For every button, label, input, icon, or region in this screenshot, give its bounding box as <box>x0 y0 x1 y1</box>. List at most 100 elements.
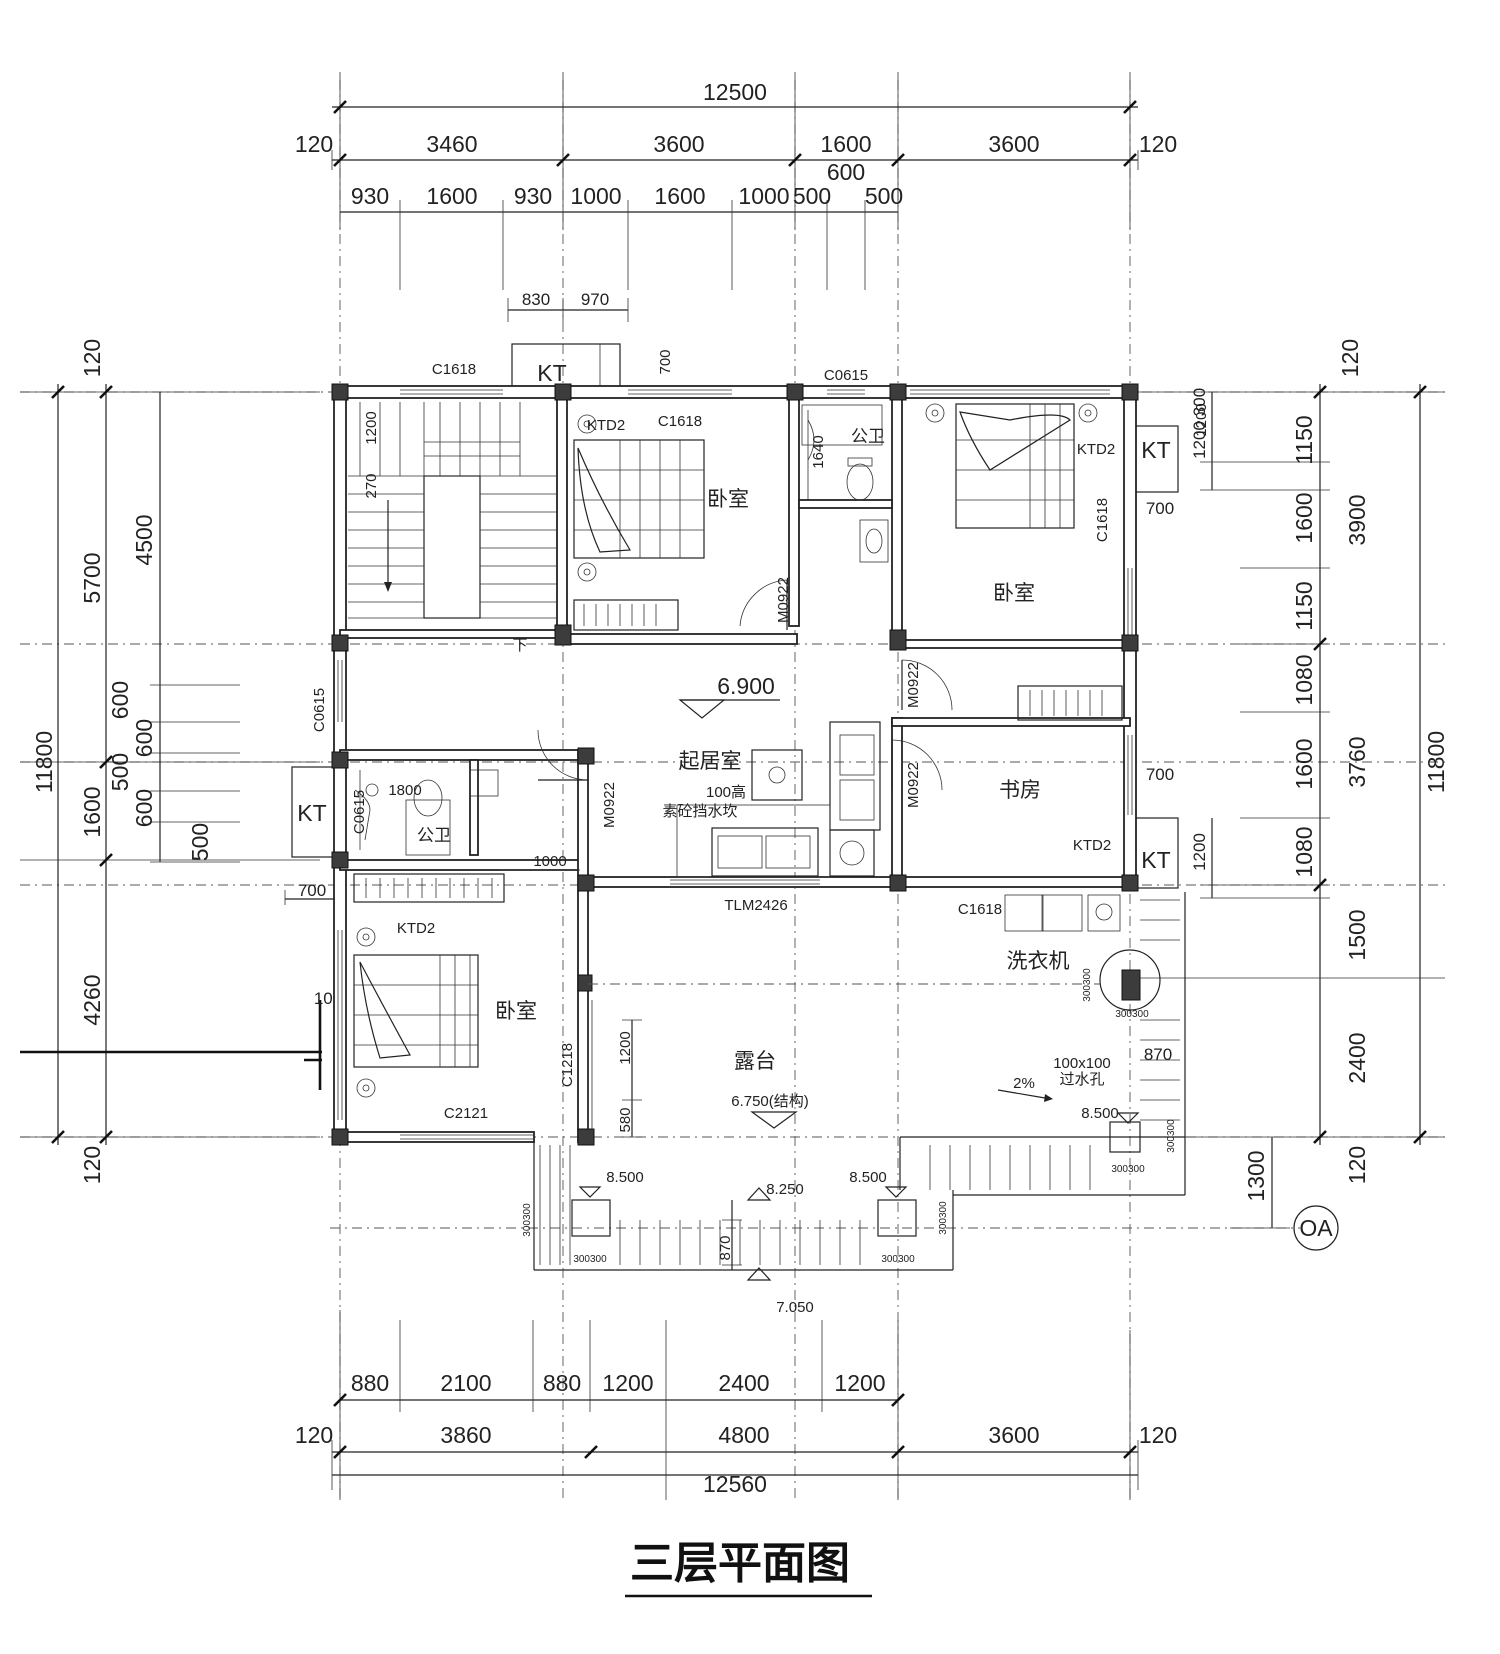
elev-eave: 7.050 <box>776 1299 814 1316</box>
bot-win-1: 2100 <box>440 1370 491 1396</box>
elev-roof-b: 8.250 <box>766 1181 804 1198</box>
label-dim-580: 580 <box>617 1107 634 1132</box>
right-win-4: 1150 <box>1291 581 1317 630</box>
bot-win-3: 1200 <box>602 1370 653 1396</box>
right-seg-5: 120 <box>1344 1146 1370 1184</box>
label-dim-1200b: 1200 <box>617 1031 634 1064</box>
left-stair-3: 500 <box>107 753 133 791</box>
top-win-6: 500 <box>793 183 831 209</box>
elev-terrace: 6.750(结构) <box>731 1093 809 1110</box>
room-bath-west: 公卫 <box>417 826 451 846</box>
right-win-2: 1150 <box>1291 415 1317 464</box>
living-room <box>537 699 943 878</box>
top-win-1: 1600 <box>426 183 477 209</box>
bot-win-4: 2400 <box>718 1370 769 1396</box>
sink-north <box>859 519 889 563</box>
right-win-8: 1200 <box>1190 833 1209 871</box>
room-living: 起居室 <box>679 749 742 773</box>
bot-win-0: 880 <box>351 1370 389 1396</box>
left-stair-4: 600 <box>131 789 157 827</box>
bot-seg-1: 3860 <box>440 1422 491 1448</box>
right-seg-0: 120 <box>1337 339 1363 377</box>
right-misc-1: 700 <box>1146 765 1174 784</box>
bedroom-north <box>573 414 788 631</box>
right-win-1: 1200 <box>1190 421 1209 459</box>
label-c1618-b: C1618 <box>658 413 702 430</box>
left-dimension-lines <box>20 384 341 1145</box>
top-ac-0: 830 <box>522 290 550 309</box>
bot-seg-0: 120 <box>295 1422 333 1448</box>
top-win-8: 500 <box>865 183 903 209</box>
right-dimension-text: 120 3900 3760 1500 2400 120 11800 300 12… <box>1144 339 1449 1202</box>
label-c1218: C1218 <box>559 1043 576 1087</box>
left-stair-5: 500 <box>187 823 213 861</box>
bathroom-west: 1800 1000 <box>354 769 580 871</box>
sink-west <box>469 769 499 797</box>
right-seg-4: 2400 <box>1344 1032 1370 1083</box>
top-win-7: 600 <box>827 159 865 185</box>
label-m0922-c: M0922 <box>905 762 922 808</box>
label-s300b: 300300 <box>1115 1009 1149 1020</box>
label-s300c: 300300 <box>1166 1119 1177 1153</box>
label-ktd2-c: KTD2 <box>1073 837 1111 854</box>
bottom-dimension-lines <box>331 1310 1139 1500</box>
drawing-title: 三层平面图 <box>630 1538 850 1589</box>
label-ktd2-b: KTD2 <box>1077 441 1115 458</box>
label-tlm2426: TLM2426 <box>724 897 787 914</box>
coffee-table <box>751 749 803 801</box>
top-seg-5: 120 <box>1139 131 1177 157</box>
interior-walls <box>339 385 1131 1143</box>
bath-w-dim: 1800 <box>388 782 421 799</box>
label-c0615-b: C0615 <box>311 688 328 732</box>
ac-units: KT KT KT KT <box>291 343 1179 889</box>
label-slope: 2% <box>1013 1075 1035 1092</box>
label-c0615-c: C0615 <box>351 790 368 834</box>
bedroom-southwest <box>353 873 505 1098</box>
right-misc-2: 870 <box>1144 1045 1172 1064</box>
label-c1618-a: C1618 <box>432 361 476 378</box>
top-seg-1: 3460 <box>426 131 477 157</box>
left-stair-0: 4500 <box>131 514 157 565</box>
wardrobe-north <box>573 599 679 631</box>
elev-roof-a: 8.500 <box>606 1169 644 1186</box>
misc-lines <box>587 879 820 1130</box>
right-win-7: 1080 <box>1291 826 1317 877</box>
bed-southwest <box>353 954 479 1068</box>
terrace <box>533 892 1186 1281</box>
elevation-labels: 6.900 6.750(结构) 8.500 8.250 8.500 8.500 … <box>606 673 1119 1316</box>
left-seg-1: 5700 <box>79 552 105 603</box>
right-win-9: 1300 <box>1243 1150 1269 1201</box>
label-s300e: 300300 <box>522 1203 533 1237</box>
label-s300a: 300300 <box>1082 968 1093 1002</box>
label-m0922-d: M0922 <box>601 782 618 828</box>
kt-label-e: KT <box>1141 847 1170 873</box>
bot-seg-4: 120 <box>1139 1422 1177 1448</box>
label-ktd2-a: KTD2 <box>587 417 625 434</box>
top-win-2: 930 <box>514 183 552 209</box>
right-overall-dim: 11800 <box>1423 731 1449 793</box>
bath-n-dim: 1640 <box>810 435 827 468</box>
right-dimension-lines <box>1135 384 1445 1229</box>
sofa-right <box>829 721 881 831</box>
left-overall-dim: 11800 <box>31 731 57 793</box>
right-seg-1: 3900 <box>1344 494 1370 545</box>
label-c1618-d: C1618 <box>958 901 1002 918</box>
left-dimension-text: 120 5700 1600 4260 120 11800 4500 600 60… <box>31 339 342 1184</box>
room-terrace: 露台 <box>734 1049 776 1073</box>
top-seg-4: 3600 <box>988 131 1039 157</box>
label-c0615-a: C0615 <box>824 367 868 384</box>
top-win-4: 1600 <box>654 183 705 209</box>
bath-w-dim-1000: 1000 <box>533 853 566 870</box>
label-dim-1200c: 1200 <box>1193 403 1210 436</box>
right-seg-2: 3760 <box>1344 736 1370 787</box>
bot-overall-dim: 12560 <box>703 1471 767 1497</box>
staircase: 1200 270 下 <box>348 402 557 654</box>
stair-down-label: 下 <box>512 637 527 654</box>
right-seg-3: 1500 <box>1344 909 1370 960</box>
utility-area <box>1004 894 1161 1011</box>
top-ac-1: 970 <box>581 290 609 309</box>
right-win-5: 1080 <box>1291 654 1317 705</box>
bot-seg-2: 4800 <box>718 1422 769 1448</box>
top-seg-3: 1600 <box>820 131 871 157</box>
room-bedroom-north: 卧室 <box>707 487 749 511</box>
